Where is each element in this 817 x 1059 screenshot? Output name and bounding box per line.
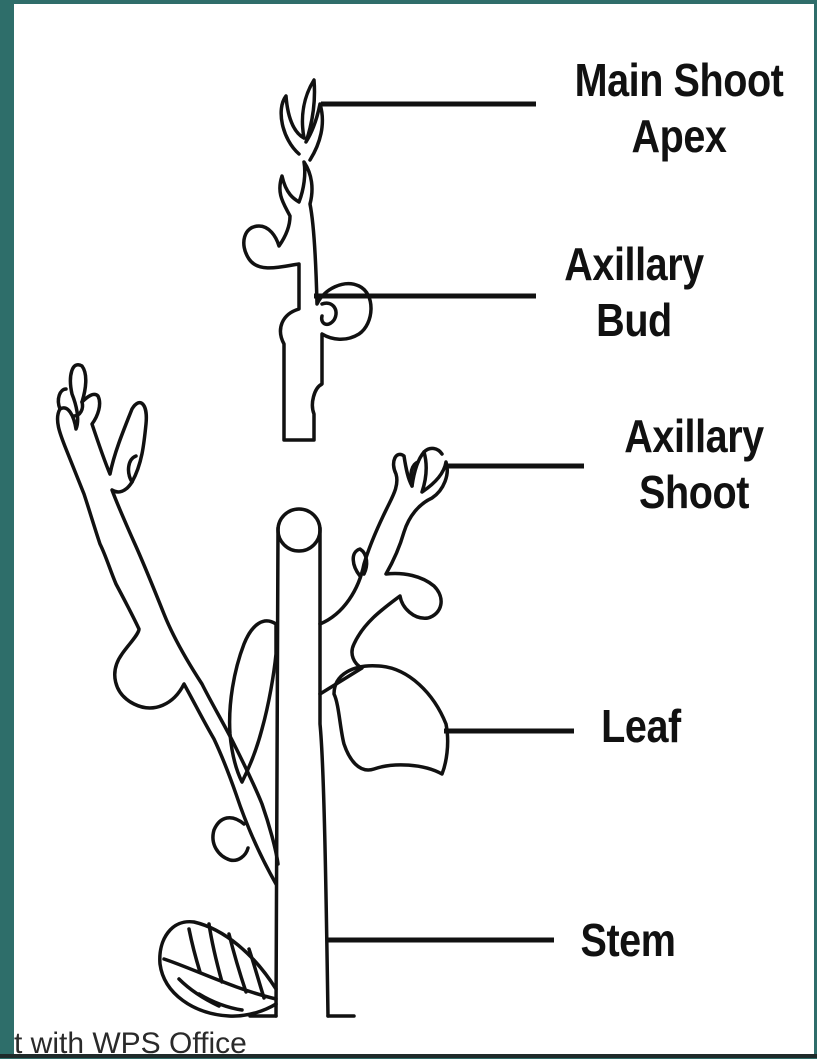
axillary-shoot-branch (320, 452, 447, 694)
middle-leaf (230, 621, 276, 782)
label-stem: Stem (576, 912, 679, 968)
stem-cut-top (278, 509, 320, 551)
right-leaf (334, 666, 448, 774)
main-shoot-outline (244, 162, 371, 440)
label-axillary-shoot-line2: Shoot (599, 464, 788, 520)
label-axillary-bud-line1: Axillary (548, 236, 720, 292)
label-axillary-shoot-line1: Axillary (599, 408, 788, 464)
main-shoot-drawing (244, 80, 371, 440)
axillary-shoot-drawing (320, 448, 447, 694)
label-main-shoot-apex-line1: Main Shoot (563, 52, 795, 108)
label-leaf: Leaf (594, 698, 689, 754)
lower-side-bud (213, 818, 248, 861)
diagram-canvas: Main Shoot Apex Axillary Bud Axillary Sh… (14, 4, 814, 1058)
label-main-shoot-apex-line2: Apex (563, 108, 795, 164)
left-branch-drawing (58, 365, 278, 884)
label-leaf-text: Leaf (594, 698, 689, 754)
slide-frame-edge (0, 0, 14, 1058)
label-axillary-bud-line2: Bud (548, 292, 720, 348)
main-shoot-apex-bud (281, 80, 322, 160)
pointer-lines (314, 104, 584, 940)
bottom-leaf-drawing (160, 922, 276, 1016)
stem-outline (276, 528, 328, 1016)
bottom-leaf-veins (179, 924, 264, 1010)
axillary-bud-shape (322, 303, 336, 324)
label-axillary-bud: Axillary Bud (548, 236, 720, 348)
left-branch-outline (58, 365, 278, 884)
label-stem-text: Stem (576, 912, 679, 968)
label-axillary-shoot: Axillary Shoot (599, 408, 788, 520)
label-main-shoot-apex: Main Shoot Apex (563, 52, 795, 164)
bottom-edge (0, 1054, 817, 1058)
